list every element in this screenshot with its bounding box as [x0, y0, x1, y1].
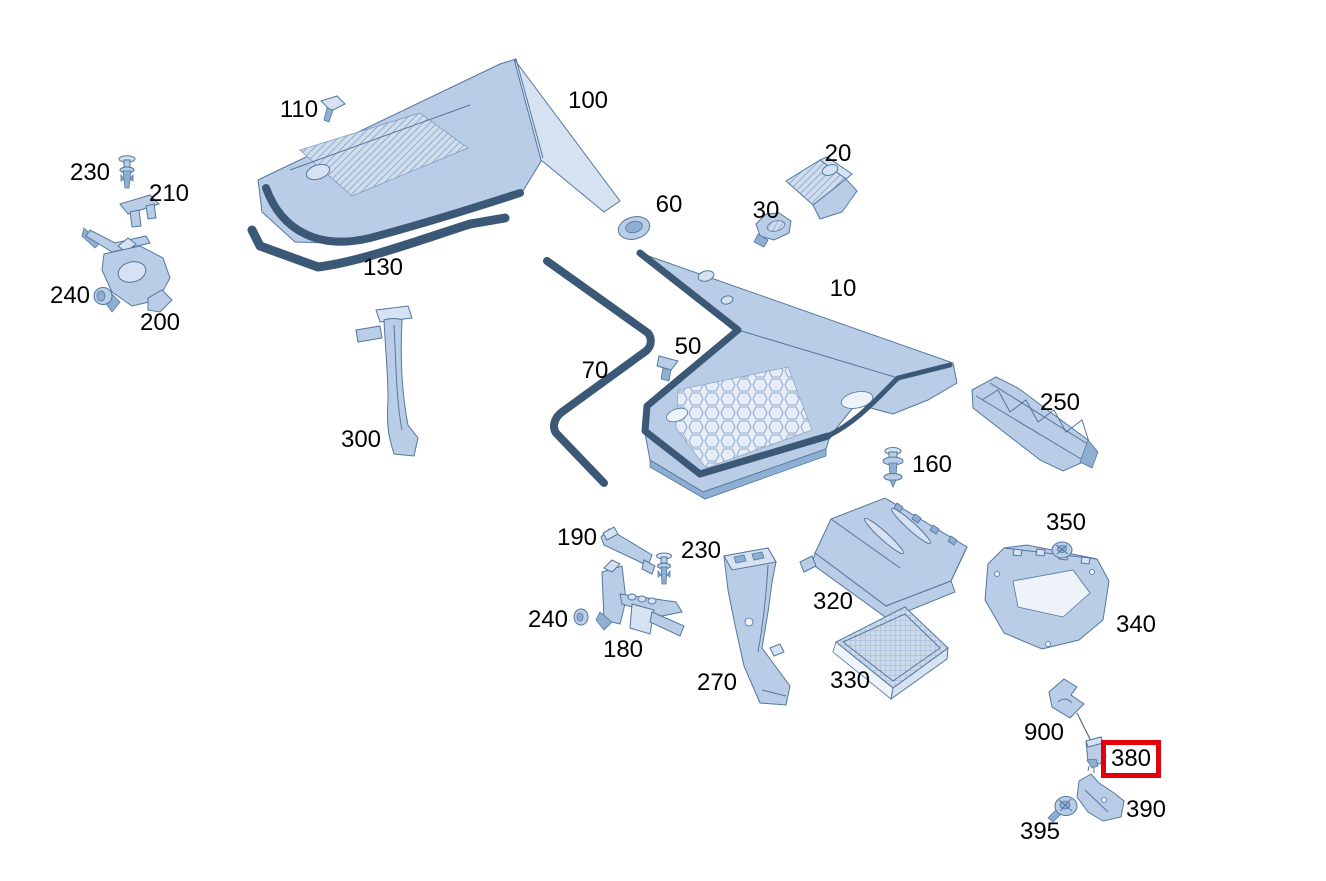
callout-70[interactable]: 70 [581, 357, 609, 384]
part-190-rail[interactable] [600, 526, 656, 575]
callout-240-middle[interactable]: 240 [527, 606, 569, 633]
part-350-nut[interactable] [1051, 541, 1073, 559]
part-100-cowl-cover[interactable] [257, 58, 621, 246]
part-270-air-duct[interactable] [723, 547, 791, 706]
callout-395[interactable]: 395 [1019, 818, 1061, 845]
part-130-seal-strip[interactable] [247, 213, 510, 272]
part-240-grommet-upper[interactable] [93, 287, 113, 305]
part-110-clip[interactable] [320, 95, 346, 123]
part-230-clip-middle[interactable] [656, 552, 672, 585]
part-210-bracket[interactable] [119, 194, 160, 228]
callout-340[interactable]: 340 [1115, 611, 1157, 638]
callout-240-upper[interactable]: 240 [49, 282, 91, 309]
part-160-screw[interactable] [882, 447, 904, 489]
part-20-vent-grille[interactable] [785, 156, 858, 220]
part-900-mounting-plate[interactable] [1048, 678, 1085, 719]
callout-130[interactable]: 130 [362, 254, 404, 281]
part-330-filter-element[interactable] [832, 606, 949, 701]
callout-330[interactable]: 330 [829, 667, 871, 694]
callout-210[interactable]: 210 [148, 180, 190, 207]
part-60-grommet[interactable] [616, 213, 653, 243]
part-30-bracket[interactable] [753, 212, 792, 248]
callout-60[interactable]: 60 [655, 191, 683, 218]
callout-390[interactable]: 390 [1125, 796, 1167, 823]
part-250-support-bracket[interactable] [971, 376, 1099, 472]
callout-10[interactable]: 10 [829, 275, 857, 302]
callout-190[interactable]: 190 [556, 524, 598, 551]
callout-320[interactable]: 320 [812, 588, 854, 615]
callout-50[interactable]: 50 [674, 333, 702, 360]
callout-200[interactable]: 200 [139, 309, 181, 336]
callout-110[interactable]: 110 [279, 96, 319, 123]
callout-900[interactable]: 900 [1023, 719, 1065, 746]
callout-300[interactable]: 300 [340, 426, 382, 453]
callout-230-upper[interactable]: 230 [69, 159, 111, 186]
part-70-seal-strip[interactable] [543, 257, 655, 487]
callout-20[interactable]: 20 [824, 140, 852, 167]
part-180-bracket-assembly[interactable] [595, 559, 685, 637]
part-50-clip[interactable] [656, 355, 679, 382]
part-300-pillar[interactable] [355, 305, 419, 457]
part-240-grommet-middle[interactable] [573, 608, 589, 626]
part-395-nut[interactable] [1047, 796, 1078, 823]
callout-180[interactable]: 180 [602, 636, 644, 663]
part-230-clip-upper[interactable] [118, 155, 136, 189]
callout-100[interactable]: 100 [567, 87, 609, 114]
callout-250[interactable]: 250 [1039, 389, 1081, 416]
callout-160[interactable]: 160 [911, 451, 953, 478]
callout-380-highlighted[interactable]: 380 [1100, 740, 1162, 778]
leader-line-900-380 [1076, 712, 1092, 742]
part-320-filter-housing[interactable] [799, 497, 968, 620]
callout-350[interactable]: 350 [1045, 509, 1087, 536]
part-200-bracket-assembly[interactable] [81, 227, 173, 313]
callout-230-middle[interactable]: 230 [680, 537, 722, 564]
callout-270[interactable]: 270 [696, 669, 738, 696]
part-10-cowl-panel[interactable] [636, 249, 958, 500]
part-390-bracket[interactable] [1076, 773, 1125, 822]
callout-30[interactable]: 30 [752, 197, 780, 224]
part-340-intake-duct[interactable] [984, 544, 1110, 650]
